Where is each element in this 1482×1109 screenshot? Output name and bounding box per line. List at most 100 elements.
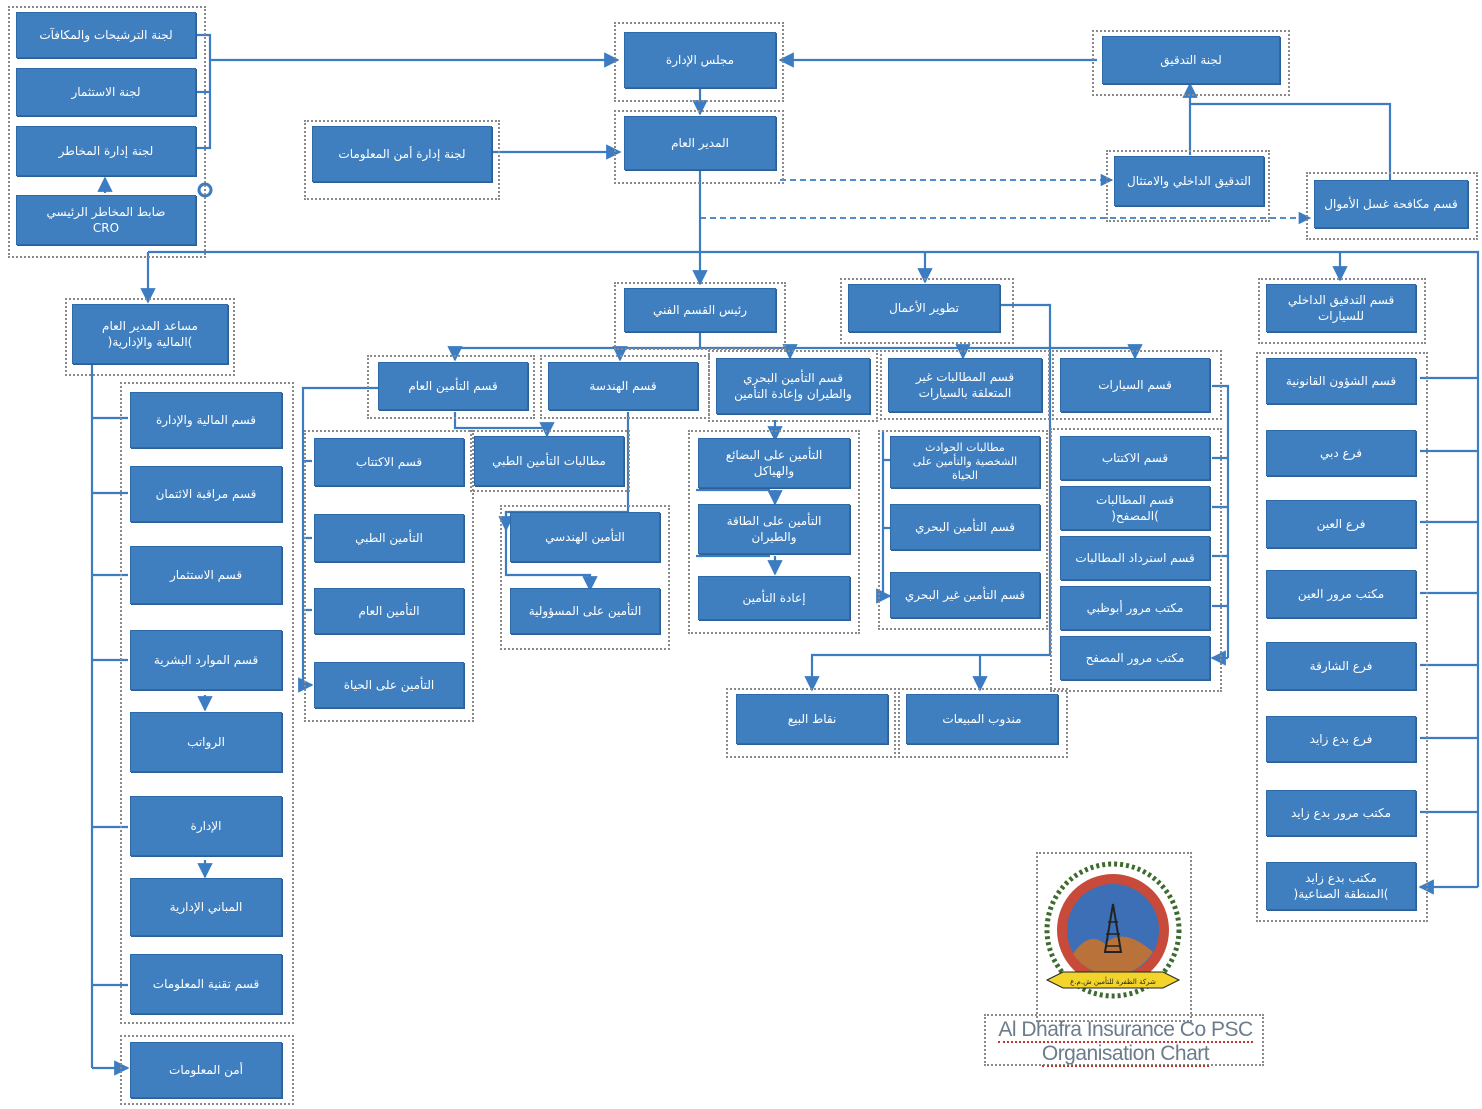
node-alain-traffic: مكتب مرور العين [1266, 570, 1416, 618]
node-marine-claims: قسم التأمين البحري [890, 504, 1040, 550]
node-claims-non-motor: قسم المطالبات غير المتعلقة بالسيارات [888, 358, 1042, 412]
frame-gm [614, 110, 784, 184]
chart-caption-line-2: Organisation Chart [978, 1042, 1273, 1067]
node-audit-committee: لجنة التدقيق [1102, 36, 1280, 84]
node-engineering-insurance: التأمين الهندسي [510, 512, 660, 562]
node-motor-underwriting: قسم الاكتتاب [1060, 436, 1210, 480]
frame-gi-children [304, 430, 474, 722]
frame-caption [984, 1014, 1264, 1066]
marine-line-1: قسم التأمين البحري [743, 370, 843, 385]
node-engineering: قسم الهندسة [548, 362, 698, 410]
node-administration: الإدارة [130, 796, 282, 856]
frame-motor [1052, 350, 1222, 420]
node-motor-internal-audit: قسم التدقيق الداخلي للسيارات [1266, 284, 1416, 332]
node-payroll: الرواتب [130, 712, 282, 772]
bzo-line-1: مكتب بدع زايد [1305, 870, 1377, 885]
frame-medical-claims [470, 430, 630, 492]
motor-claims-line-1: قسم المطالبات [1096, 492, 1174, 507]
node-sales-rep: مندوب المبيعات [906, 694, 1058, 744]
energy-line-2: والطيران [751, 530, 797, 544]
node-musaffah-traffic: مكتب مرور المصفح [1060, 636, 1210, 680]
node-medical-insurance: التأمين الطبي [314, 514, 464, 562]
energy-line-1: التأمين على الطاقة [726, 513, 822, 528]
mia-line-2: للسيارات [1317, 309, 1365, 323]
node-badazayed-branch: فرع بدع زايد [1266, 716, 1416, 762]
frame-general-insurance [367, 355, 535, 419]
solid-connectors [90, 33, 1480, 1068]
node-general-manager: المدير العام [624, 116, 776, 170]
node-reinsurance: إعادة التأمين [698, 576, 850, 620]
frame-right-column [1256, 352, 1428, 922]
node-sales-points: نقاط البيع [736, 694, 888, 744]
logo-ribbon-text: شركة الظفرة للتأمين ش.م.ع [1070, 976, 1156, 986]
agm-line-1: مساعد المدير العام [102, 318, 198, 333]
node-life-insurance: التأمين على الحياة [314, 662, 464, 708]
caption-subtitle: Organisation Chart [1041, 1042, 1210, 1067]
mia-line-1: قسم التدقيق الداخلي [1287, 292, 1395, 307]
node-agm: مساعد المدير العام )المالية والإدارية( [72, 304, 228, 364]
frame-left-column [120, 382, 294, 1024]
caption-company-name: Al Dhafra Insurance Co PSC [998, 1018, 1253, 1043]
node-non-marine-claims: قسم التأمين غير البحري [890, 572, 1040, 618]
frame-sales-rep [898, 688, 1068, 758]
node-motor: قسم السيارات [1060, 358, 1210, 412]
frame-committees [8, 6, 206, 258]
frame-logo [1036, 852, 1192, 1022]
chart-caption-line-1: Al Dhafra Insurance Co PSC [978, 1018, 1273, 1043]
node-board: مجلس الإدارة [624, 32, 776, 88]
dashed-connectors [700, 173, 1312, 225]
pa-line-3: الحياة [952, 468, 978, 482]
node-personal-accident-claims: مطالبات الحوادث الشخصية والتأمين على الح… [890, 436, 1040, 488]
node-abudhabi-traffic: مكتب مرور أبوظبي [1060, 586, 1210, 630]
node-dubai-branch: فرع دبي [1266, 430, 1416, 476]
node-cro: ضابط المخاطر الرئيسي CRO [16, 195, 196, 245]
cro-line-2: CRO [92, 221, 120, 235]
node-internal-audit: التدقيق الداخلي والامتثال [1114, 156, 1264, 206]
frame-internal-audit [1106, 150, 1270, 222]
node-sharjah-branch: فرع الشارقة [1266, 642, 1416, 690]
node-badazayed-office: مكتب بدع زايد )المنطقة الصناعية( [1266, 862, 1416, 910]
frame-agm [65, 298, 235, 376]
frame-motor-children [1050, 428, 1222, 692]
node-medical-claims: مطالبات التأمين الطبي [474, 436, 624, 486]
node-motor-claims: قسم المطالبات )المصفح( [1060, 486, 1210, 530]
claims-line-2: المتعلقة بالسيارات [918, 386, 1012, 400]
node-general-insurance-line: التأمين العام [314, 588, 464, 634]
node-alain-branch: فرع العين [1266, 500, 1416, 548]
frame-claims-children [878, 430, 1048, 630]
node-credit-control: قسم مراقبة الائتمان [130, 466, 282, 522]
cargo-line-2: والهياكل [753, 464, 795, 478]
node-energy-aviation: التأمين على الطاقة والطيران [698, 504, 850, 554]
frame-marine-children [688, 430, 860, 634]
node-cargo-hull: التأمين على البضائع والهياكل [698, 438, 850, 488]
node-technical-head: رئيس القسم الفني [624, 288, 776, 332]
node-risk-committee: لجنة إدارة المخاطر [16, 126, 196, 176]
node-investment-committee: لجنة الاستثمار [16, 68, 196, 116]
node-claims-recovery: قسم استرداد المطالبات [1060, 536, 1210, 580]
frame-aml [1306, 172, 1478, 240]
node-nominations-committee: لجنة الترشيحات والمكافآت [16, 12, 196, 58]
frame-board [614, 22, 784, 102]
pa-line-2: الشخصية والتأمين على [912, 455, 1018, 469]
node-aml: قسم مكافحة غسل الأموال [1314, 180, 1468, 228]
node-gi-underwriting: قسم الاكتتاب [314, 438, 464, 486]
frame-marine [708, 350, 878, 422]
frame-claims [880, 350, 1050, 420]
node-admin-buildings: المباني الإدارية [130, 878, 282, 936]
cargo-line-1: التأمين على البضائع [725, 447, 823, 462]
node-legal: قسم الشؤون القانونية [1266, 358, 1416, 404]
cro-line-1: ضابط المخاطر الرئيسي [46, 204, 166, 219]
node-business-dev: تطوير الأعمال [848, 284, 1000, 332]
marine-line-2: والطيران وإعادة التأمين [734, 387, 852, 401]
frame-audit-committee [1092, 30, 1290, 96]
node-info-security: أمن المعلومات [130, 1042, 282, 1098]
node-marine-aviation: قسم التأمين البحري والطيران وإعادة التأم… [716, 358, 870, 414]
frame-technical-head [614, 282, 786, 350]
pa-line-1: مطالبات الحوادث [925, 441, 1005, 455]
frame-left-last [120, 1035, 294, 1105]
node-badazayed-traffic: مكتب مرور بدع زايد [1266, 790, 1416, 836]
frame-sales-points [726, 688, 896, 758]
node-human-resources: قسم الموارد البشرية [130, 630, 282, 690]
